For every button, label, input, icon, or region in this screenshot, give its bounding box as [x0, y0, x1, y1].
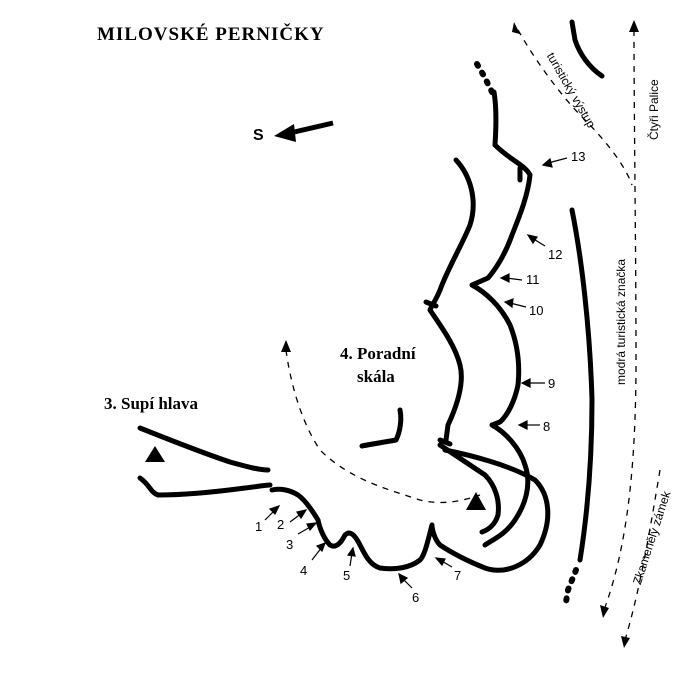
rock-outline-outer: [269, 447, 551, 573]
arrowhead-palice: [629, 20, 639, 32]
arrowhead-bottom-right: [600, 605, 609, 618]
route-number-8: 8: [543, 419, 551, 434]
rock-outline-lower: [437, 442, 501, 535]
top-right-segment: [569, 19, 605, 79]
tick-upper-left: [423, 299, 439, 309]
route-number-2: 2: [277, 517, 285, 532]
arrowhead-tourist: [512, 22, 520, 34]
north-arrow: [274, 120, 334, 142]
poradni-small-rock: [359, 407, 404, 449]
route-number-11: 11: [526, 272, 540, 287]
route-number-12: 12: [548, 247, 563, 262]
dotted-top-left: [474, 61, 497, 99]
north-marker-label: S: [253, 127, 264, 144]
route-number-6: 6: [412, 590, 420, 605]
route-number-1: 1: [255, 519, 263, 534]
trail-label-blue-mark: modrá turistická značka: [614, 258, 628, 385]
peak-poradni: [466, 492, 486, 510]
dashed-trail-right: [603, 29, 637, 611]
route-number-4: 4: [300, 563, 308, 578]
peak-supi-hlava: [145, 446, 165, 462]
route-number-9: 9: [548, 376, 556, 391]
route-number-7: 7: [454, 568, 462, 583]
arrowhead-zamek: [621, 636, 630, 648]
area-label-poradni-line1: 4. Poradní: [340, 344, 416, 363]
arrowhead-poradni: [281, 340, 291, 352]
route-number-10: 10: [529, 303, 544, 318]
tick-mid-left: [437, 437, 453, 447]
supi-hlava-upper: [137, 425, 271, 473]
dashed-trail-tourist: [517, 29, 633, 186]
supi-hlava-lower: [137, 475, 273, 498]
rock-outline-upper-right: [469, 89, 533, 548]
route-number-13: 13: [571, 149, 586, 164]
route-number-3: 3: [286, 537, 294, 552]
area-label-supi-hlava: 3. Supí hlava: [104, 394, 199, 413]
map-title: MILOVSKÉ PERNIČKY: [97, 24, 325, 45]
route-number-5: 5: [343, 568, 351, 583]
area-label-poradni-line2: skála: [357, 367, 395, 386]
rock-outline-upper-left: [427, 157, 476, 443]
dotted-bottom: [563, 567, 579, 605]
trail-label-ctyri-palice: Čtyři Palice: [647, 79, 661, 140]
dashed-trail-poradni: [285, 349, 481, 504]
right-wall: [569, 207, 595, 563]
